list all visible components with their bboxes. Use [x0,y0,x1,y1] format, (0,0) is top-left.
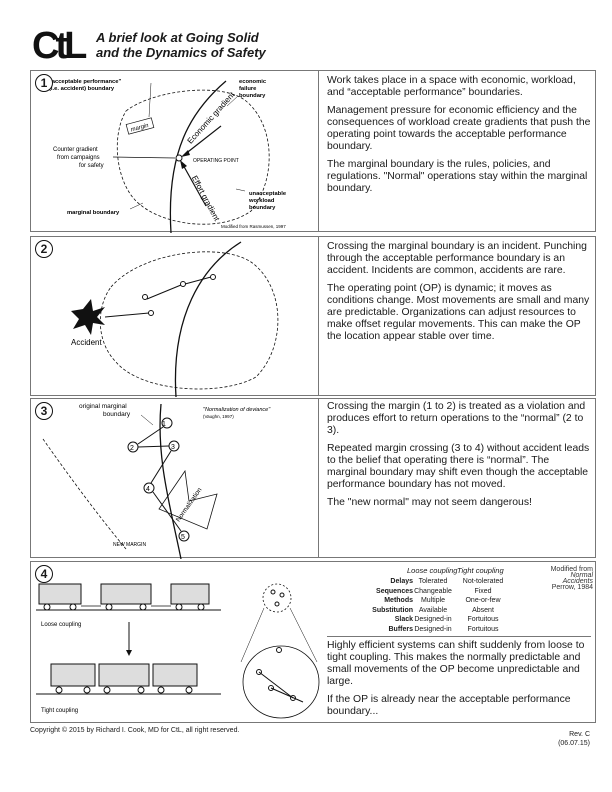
coupling-label-2: Methods [384,597,413,605]
rasmussen-credit: Modified from Rasmussen, 1997 [221,224,286,229]
panel-number-4: 4 [35,565,53,583]
incident-diagram: Accident [71,241,279,398]
point-3: 3 [171,444,175,451]
point-5: 5 [181,534,185,541]
rasmussen-diagram: margin "acceptable performance" (i.e. ac… [49,79,287,234]
title-line-1: A brief look at Going Solid [96,30,259,45]
panel-2-figure: 2 Accident [31,237,319,398]
perrow-credit-2: Normal Accidents [562,572,593,585]
loose-header: Loose coupling [407,566,458,575]
coupling-label-1: Sequences [376,587,413,595]
economic-failure-label: economic [239,79,267,85]
counter-gradient-label-1: Counter gradient [53,147,98,153]
economic-failure-label-3: boundary [239,93,266,99]
normalization-diagram: Normalization 1 2 3 4 5 original margina… [42,403,271,560]
margin-label: margin [130,123,150,134]
unacceptable-label-1: unacceptable [249,191,287,197]
counter-gradient-label-3: for safety [79,163,104,169]
panel-2-para-2: The operating point (OP) is dynamic; it … [327,283,590,342]
economic-failure-label-2: failure [239,86,257,92]
point-2: 2 [130,445,134,452]
coupling-tight-0: Not-tolerated [462,578,504,585]
effort-gradient-label: Effort gradient [190,174,222,223]
perrow-credit-3: Perrow, 1984 [551,584,593,591]
panel-1-para-2: Management pressure for economic efficie… [327,105,591,152]
coupling-label-3: Substitution [372,606,413,614]
coupling-tight-5: Fortuitous [467,626,499,633]
coupling-diagram: Loose coupling Tight coupling [36,583,320,719]
panel-3-para-2: Repeated margin crossing (3 to 4) withou… [327,443,590,490]
acceptable-boundary-label: "acceptable performance" [49,79,121,85]
coupling-loose-3: Available [418,606,448,614]
panel-4-para-1: Highly efficient systems can shift sudde… [327,640,585,687]
coupling-loose-0: Tolerated [418,578,448,585]
coupling-tight-2: One-or-few [465,597,501,605]
coupling-tight-1: Fixed [474,587,492,595]
coupling-label-5: Buffers [388,626,413,633]
normalization-of-deviance: "Normalization of deviance" [203,407,271,413]
operating-point-label: OPERATING POINT [193,158,239,164]
vaughan-credit: (Vaughn, 1997) [203,414,234,419]
panel-3-para-1: Crossing the margin (1 to 2) is treated … [327,401,586,436]
counter-gradient-label-2: from campaigns [57,155,100,161]
panel-3-text: Crossing the margin (1 to 2) is treated … [327,401,591,515]
panel-number-1: 1 [35,74,53,92]
point-1: 1 [162,421,166,428]
ctl-logo: CtL [32,25,90,64]
panel-3-para-3: The "new normal" may not seem dangerous! [327,497,532,508]
new-margin-label: NEW MARGIN [113,542,146,548]
original-marginal-label: original marginal [79,403,127,410]
coupling-loose-1: Changeable [414,587,452,595]
perrow-credit: Modified from Normal Accidents Perrow, 1… [543,566,593,591]
coupling-loose-4: Designed-in [414,616,452,624]
marginal-boundary-label: marginal boundary [67,210,120,216]
coupling-label-4: Slack [394,616,413,624]
panel-2: 2 Accident Crossing the marginal boundar… [30,236,596,398]
revision-label: Rev. C [569,731,590,738]
point-4: 4 [146,486,150,493]
panel-4-para-2: If the OP is already near the acceptable… [327,694,571,717]
unacceptable-label-3: boundary [249,205,276,211]
page-title: A brief look at Going Solid and the Dyna… [96,30,266,60]
boundary-label: boundary [103,411,131,418]
panel-1-text: Work takes place in a space with economi… [327,75,591,201]
coupling-loose-2: Multiple [420,597,446,605]
panel-number-2: 2 [35,240,53,258]
panel-1: 1 margin "acceptable performance" [30,70,596,234]
panel-4: 4 Loose coupling Tight coupling [30,561,596,723]
coupling-loose-5: Designed-in [414,626,452,633]
normalization-label: Normalization [175,486,204,523]
panel-4-text: Highly efficient systems can shift sudde… [327,636,591,724]
revision-date: (06.07.15) [558,740,590,747]
panel-3: 3 Normalization 1 2 3 4 5 original margi… [30,398,596,560]
panel-2-text: Crossing the marginal boundary is an inc… [327,241,591,349]
panel-number-3: 3 [35,402,53,420]
acceptable-boundary-label-2: (i.e. accident) boundary [49,86,115,92]
unacceptable-label-2: workload [248,198,275,204]
coupling-tight-4: Fortuitous [467,616,499,624]
panel-3-figure: 3 Normalization 1 2 3 4 5 original margi… [31,399,319,560]
tight-coupling-label: Tight coupling [41,708,78,714]
accident-label: Accident [71,338,102,347]
panel-2-para-1: Crossing the marginal boundary is an inc… [327,241,587,276]
panel-1-para-3: The marginal boundary is the rules, poli… [327,159,588,194]
coupling-label-0: Delays [390,578,413,585]
perrow-credit-1: Modified from [550,566,593,573]
revision: Rev. C (06.07.15) [540,730,590,748]
tight-header: Tight coupling [457,566,504,575]
copyright: Copyright © 2015 by Richard I. Cook, MD … [30,727,240,734]
title-line-2: and the Dynamics of Safety [96,45,266,60]
panel-1-figure: 1 margin "acceptable performance" [31,71,319,234]
logo-text: CtL [32,25,87,64]
loose-coupling-label: Loose coupling [41,622,81,628]
coupling-tight-3: Absent [472,606,494,614]
panel-1-para-1: Work takes place in a space with economi… [327,75,576,98]
